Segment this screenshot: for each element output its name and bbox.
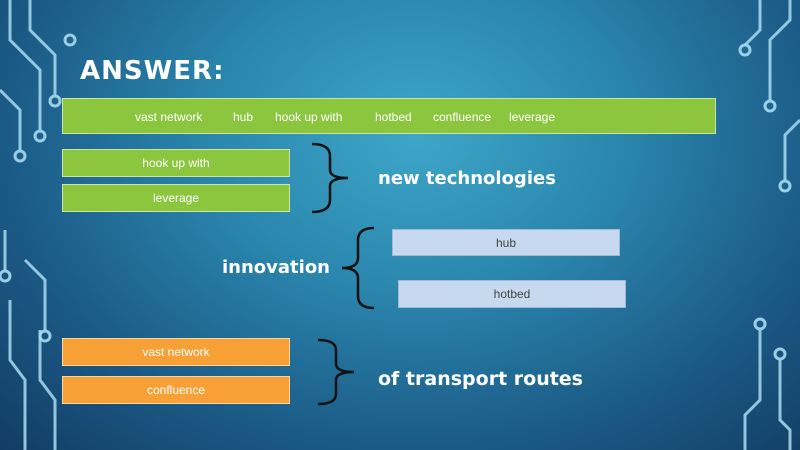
word-bank-item: confluence [433, 110, 492, 124]
word-bank-item: leverage [509, 110, 556, 124]
answer-box-vast-network: vast network [62, 338, 290, 366]
right-brace-1 [311, 142, 349, 214]
answer-box-hook-up-with: hook up with [62, 149, 290, 177]
page-title: ANSWER: [80, 56, 225, 86]
answer-box-leverage: leverage [62, 184, 290, 212]
answer-box-hotbed: hotbed [398, 280, 626, 308]
answer-box-hub: hub [392, 229, 620, 256]
word-bank-item: hotbed [375, 110, 412, 124]
word-bank-item: hook up with [275, 110, 343, 124]
right-brace-3 [317, 338, 355, 406]
word-bank-item: hub [233, 110, 254, 124]
group-label-transport-routes: of transport routes [378, 368, 583, 390]
group-label-innovation: innovation [222, 257, 330, 278]
group-label-new-technologies: new technologies [378, 168, 556, 189]
answer-box-confluence: confluence [62, 376, 290, 404]
word-bank-bar: vast network hub hook up with hotbed con… [62, 98, 716, 134]
left-brace-2 [341, 226, 375, 310]
word-bank-item: vast network [135, 110, 203, 124]
